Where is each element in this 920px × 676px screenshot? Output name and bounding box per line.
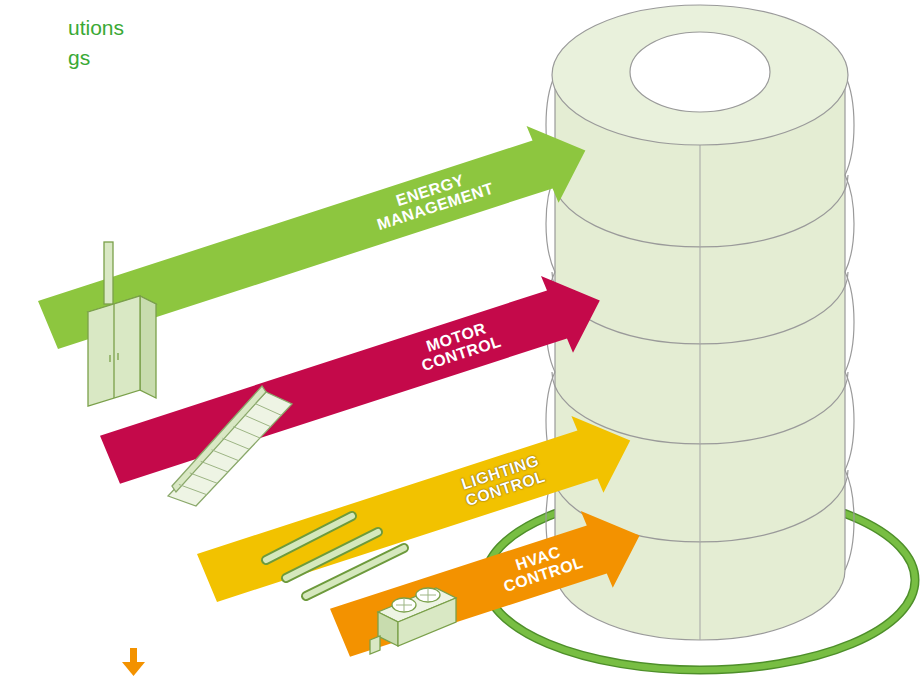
light-tube-icon — [266, 516, 404, 596]
floor-bulge — [845, 372, 854, 470]
building-edge — [700, 145, 701, 640]
building-roof — [552, 5, 848, 145]
down-arrow — [122, 648, 145, 676]
floor-bulge — [845, 75, 854, 175]
floor-bulge — [845, 175, 854, 272]
arrow-fill — [197, 416, 630, 602]
cabinet-icon — [88, 242, 156, 406]
heading-fragment: utions — [68, 16, 124, 40]
floor-bulge — [845, 470, 854, 570]
roof-opening — [630, 32, 770, 112]
hvac-unit-icon — [370, 588, 456, 654]
escalator-icon — [168, 386, 292, 506]
heading-fragment: gs — [68, 46, 90, 70]
floor-bulge — [845, 272, 854, 372]
